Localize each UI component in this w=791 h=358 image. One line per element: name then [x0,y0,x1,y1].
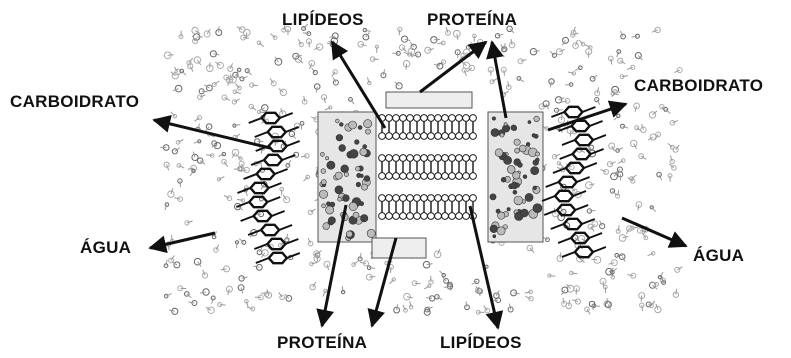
label-protein-top: PROTEÍNA [427,10,517,30]
label-carbohydrate-left: CARBOIDRATO [10,92,139,112]
label-lipids-top: LIPÍDEOS [282,10,364,30]
label-lipids-bottom: LIPÍDEOS [440,333,522,353]
label-water-right: ÁGUA [693,246,744,266]
label-carbohydrate-right: CARBOIDRATO [634,76,763,96]
label-water-left: ÁGUA [80,238,131,258]
lipid-bilayer [379,115,477,220]
label-protein-bottom: PROTEÍNA [277,333,367,353]
water-molecules [160,24,682,315]
